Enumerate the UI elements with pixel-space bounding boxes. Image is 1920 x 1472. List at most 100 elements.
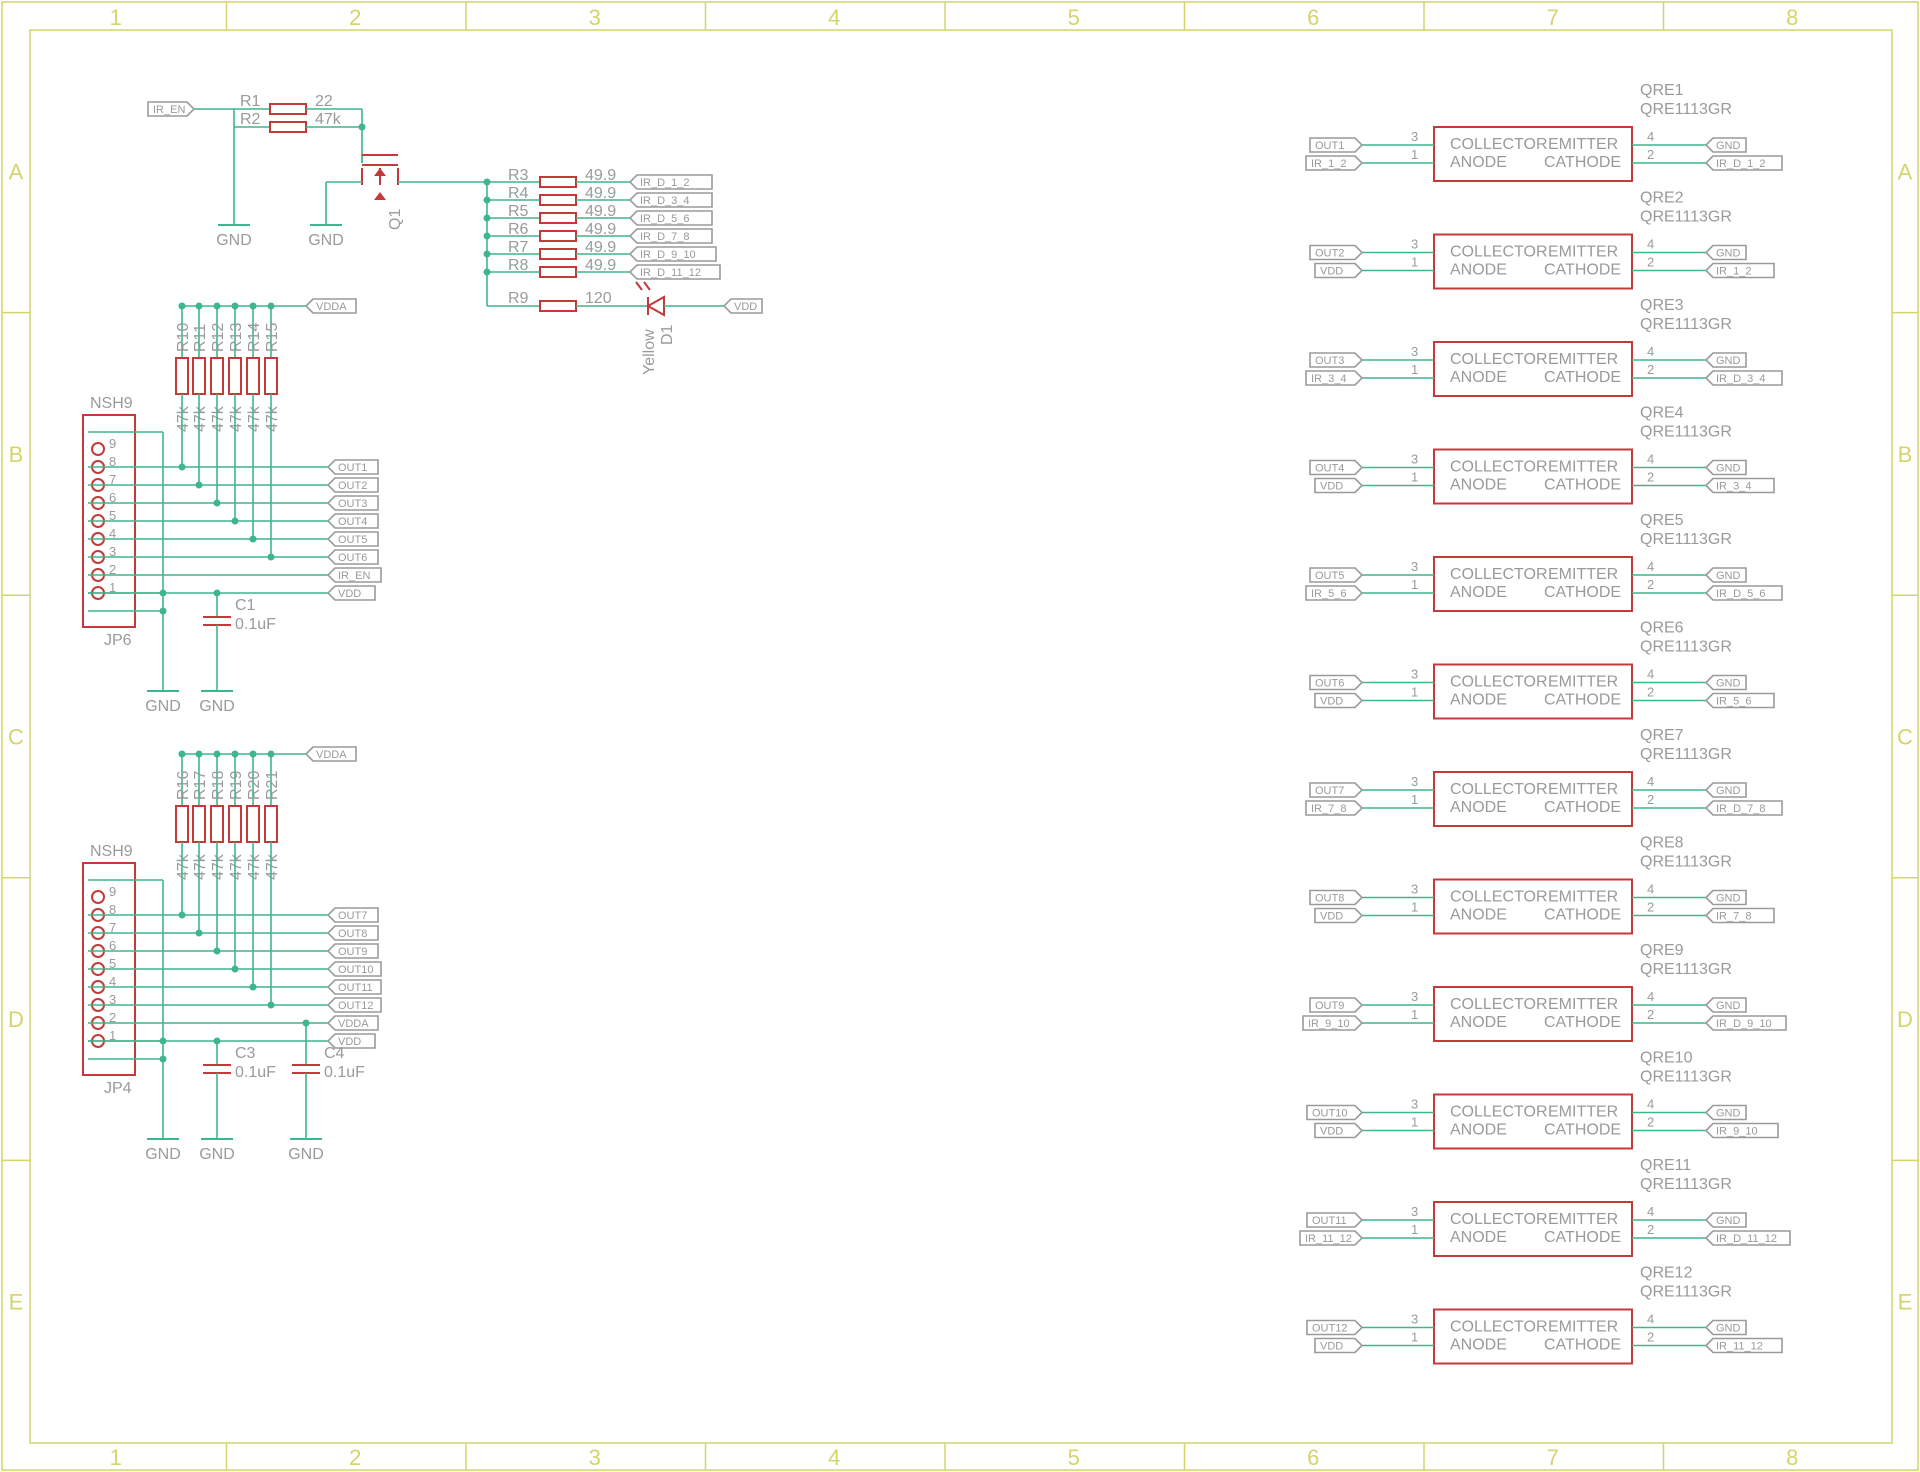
row-label-left: A (9, 159, 24, 184)
resistor-name: R4 (508, 185, 529, 202)
qre-anode-label: ANODE (1450, 799, 1507, 816)
r2-name: R2 (240, 111, 261, 128)
resistor-name: R10 (175, 323, 192, 352)
qre-emitter-label: EMITTER (1548, 1211, 1618, 1228)
qre-emitter-label: EMITTER (1548, 889, 1618, 906)
r2-value: 47k (315, 111, 342, 128)
r9-name: R9 (508, 290, 529, 307)
net-flag (628, 192, 713, 208)
net-flag (326, 961, 382, 977)
qre-collector-label: COLLECTOR (1450, 1319, 1548, 1336)
net-flag-label: GND (1716, 355, 1741, 367)
pin-number: 1 (1411, 1330, 1418, 1345)
net-flag (1704, 352, 1747, 368)
net-flag (628, 210, 713, 226)
row-label-right: A (1898, 159, 1913, 184)
resistor-value: 47k (210, 853, 227, 880)
net-flag (304, 298, 357, 314)
qre-emitter-label: EMITTER (1548, 459, 1618, 476)
net-flag (1299, 1230, 1364, 1246)
pin-number: 1 (1411, 1222, 1418, 1237)
net-flag-label: OUT11 (1312, 1215, 1347, 1227)
net-flag-label: GND (1716, 785, 1741, 797)
qre-collector-label: COLLECTOR (1450, 1104, 1548, 1121)
qre-body (1433, 986, 1633, 1042)
pin-number: 2 (1647, 792, 1654, 807)
led-ray (643, 281, 651, 291)
net-flag (1309, 244, 1364, 261)
pin-number: 1 (1411, 362, 1418, 377)
qre-cathode-label: CATHODE (1544, 1337, 1621, 1354)
pin-number: 3 (1411, 1097, 1418, 1112)
qre-emitter-label: EMITTER (1548, 351, 1618, 368)
row-label-left: E (9, 1290, 24, 1315)
q1-name: Q1 (387, 209, 404, 230)
net-flag (326, 943, 379, 959)
net-flag (1704, 459, 1747, 476)
net-flag-label: IR_3_4 (1311, 373, 1346, 385)
qre-anode-label: ANODE (1450, 1122, 1507, 1139)
resistor-value: 47k (246, 853, 263, 880)
pin-number: 3 (1411, 344, 1418, 359)
pin-number: 1 (1411, 685, 1418, 700)
net-flag-label: VDD (1320, 1126, 1343, 1138)
pin-number: 1 (1411, 792, 1418, 807)
pin-number: 4 (1647, 989, 1654, 1004)
net-flag-label: OUT4 (338, 516, 367, 528)
pin-number: 4 (1647, 1204, 1654, 1219)
net-flag-label: OUT12 (338, 1000, 373, 1012)
pin-number: 3 (1411, 989, 1418, 1004)
net-flag-label: GND (1716, 678, 1741, 690)
net-flag-label: IR_D_7_8 (640, 231, 690, 243)
pin-number: 4 (1647, 1312, 1654, 1327)
net-flag (1704, 997, 1747, 1013)
pin-number: 2 (1647, 1330, 1654, 1345)
net-flag (326, 997, 382, 1013)
net-flag-label: OUT6 (1315, 678, 1344, 690)
connector-name: JP4 (104, 1080, 132, 1097)
net-flag (326, 549, 379, 565)
net-flag-label: OUT6 (338, 552, 367, 564)
net-flag (1704, 1319, 1747, 1336)
qre-collector-label: COLLECTOR (1450, 996, 1548, 1013)
qre-anode-label: ANODE (1450, 369, 1507, 386)
net-flag (304, 746, 357, 762)
net-flag (1704, 567, 1747, 583)
resistor-r6 (539, 230, 577, 242)
net-flag-label: IR_D_9_10 (640, 249, 696, 261)
qre-body (1433, 556, 1633, 612)
r1-value: 22 (315, 93, 333, 110)
net-flag (1704, 800, 1783, 816)
qre-cathode-label: CATHODE (1544, 262, 1621, 279)
pin-number: 2 (109, 562, 116, 577)
net-flag (1704, 262, 1775, 279)
resistor-name: R20 (246, 771, 263, 800)
column-label-bottom: 7 (1547, 1445, 1559, 1470)
net-flag-label: VDDA (338, 1018, 369, 1030)
pin-number: 3 (109, 992, 116, 1007)
net-flag (1704, 1230, 1791, 1246)
resistor-r13 (228, 357, 242, 395)
pin-number: 1 (1411, 470, 1418, 485)
connector-pin (91, 890, 105, 904)
pin-number: 2 (109, 1010, 116, 1025)
pin-number: 2 (1647, 147, 1654, 162)
net-flag-label: IR_5_6 (1311, 588, 1346, 600)
net-flag-label: OUT2 (1315, 248, 1344, 260)
qre-value: QRE1113GR (1640, 746, 1732, 763)
pin-number: 2 (1647, 255, 1654, 270)
qre-emitter-label: EMITTER (1548, 566, 1618, 583)
net-flag-label: VDDA (316, 301, 347, 313)
r1-name: R1 (240, 93, 261, 110)
pin-number: 3 (1411, 667, 1418, 682)
resistor-r17 (192, 805, 206, 843)
qre-anode-label: ANODE (1450, 692, 1507, 709)
net-flag (1305, 585, 1364, 601)
net-flag (1704, 137, 1747, 153)
junction-dot (358, 123, 366, 131)
resistor-value: 49.9 (585, 257, 616, 274)
pin-number: 1 (109, 1028, 116, 1043)
